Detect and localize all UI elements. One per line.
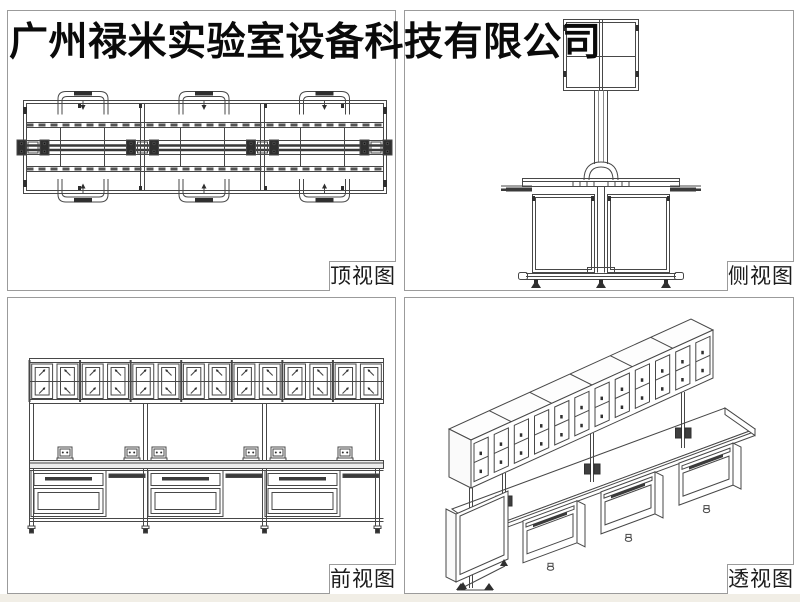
panel-front-view: 前视图	[7, 297, 396, 594]
view-label-front: 前视图	[329, 564, 396, 594]
top-view-drawing	[16, 90, 393, 203]
footer-strip	[0, 594, 800, 602]
perspective-view-drawing	[445, 318, 757, 591]
panel-side-view: 侧视图	[404, 10, 794, 291]
view-label-top: 顶视图	[329, 261, 396, 291]
company-title: 广州禄米实验室设备科技有限公司	[9, 21, 602, 64]
panel-top-view: 顶视图	[7, 10, 396, 291]
side-view-drawing	[501, 19, 701, 288]
panel-perspective-view: 透视图	[404, 297, 794, 594]
view-label-perspective: 透视图	[727, 564, 794, 594]
view-label-side: 侧视图	[727, 261, 794, 291]
front-view-drawing	[27, 358, 384, 534]
